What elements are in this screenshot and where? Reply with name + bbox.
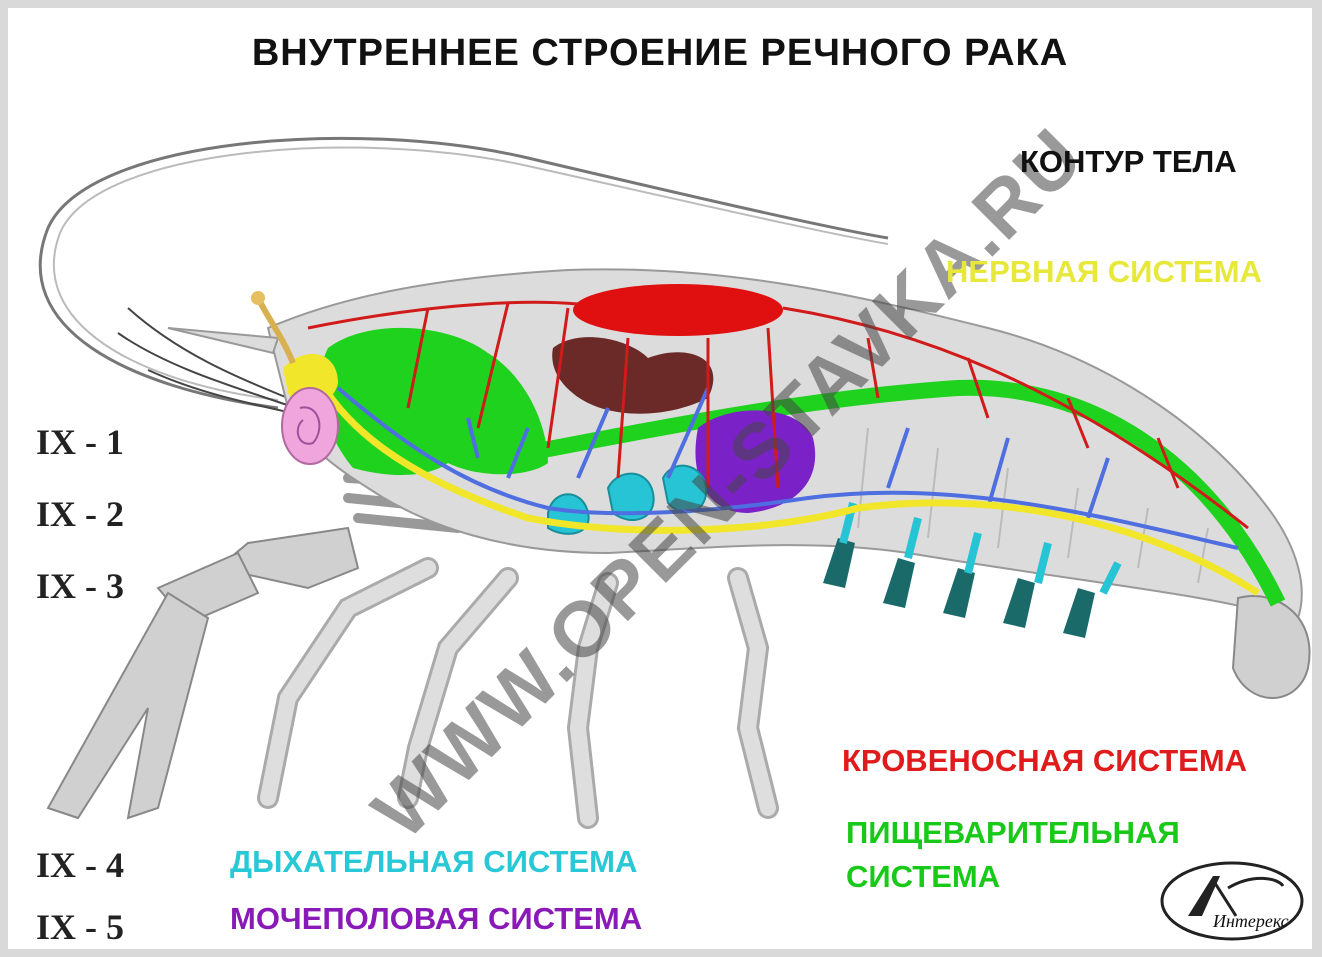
legend-circulatory-system: КРОВЕНОСНАЯ СИСТЕМА bbox=[842, 743, 1247, 779]
page-title: ВНУТРЕННЕЕ СТРОЕНИЕ РЕЧНОГО РАКА bbox=[8, 32, 1312, 75]
code-ix-3: IX - 3 bbox=[36, 565, 124, 607]
legend-nervous-system: НЕРВНАЯ СИСТЕМА bbox=[946, 254, 1262, 290]
code-ix-1: IX - 1 bbox=[36, 421, 124, 463]
heart bbox=[573, 284, 783, 336]
eye bbox=[251, 291, 265, 305]
legend-body-contour: КОНТУР ТЕЛА bbox=[1020, 144, 1237, 180]
logo-text: Интерекс bbox=[1213, 911, 1289, 932]
code-ix-4: IX - 4 bbox=[36, 844, 124, 886]
legend-respiratory-system: ДЫХАТЕЛЬНАЯ СИСТЕМА bbox=[230, 844, 637, 880]
legend-urogenital-system: МОЧЕПОЛОВАЯ СИСТЕМА bbox=[230, 901, 642, 937]
diagram-page: WWW.OPEN-STAVKA.RU ВНУТРЕННЕЕ СТРОЕНИЕ Р… bbox=[8, 8, 1312, 949]
brain-gland bbox=[282, 388, 338, 464]
code-ix-2: IX - 2 bbox=[36, 493, 124, 535]
code-ix-5: IX - 5 bbox=[36, 906, 124, 948]
legend-digestive-line2: СИСТЕМА bbox=[846, 855, 1180, 899]
legend-digestive-line1: ПИЩЕВАРИТЕЛЬНАЯ bbox=[846, 811, 1180, 855]
legend-digestive-system: ПИЩЕВАРИТЕЛЬНАЯ СИСТЕМА bbox=[846, 811, 1180, 899]
